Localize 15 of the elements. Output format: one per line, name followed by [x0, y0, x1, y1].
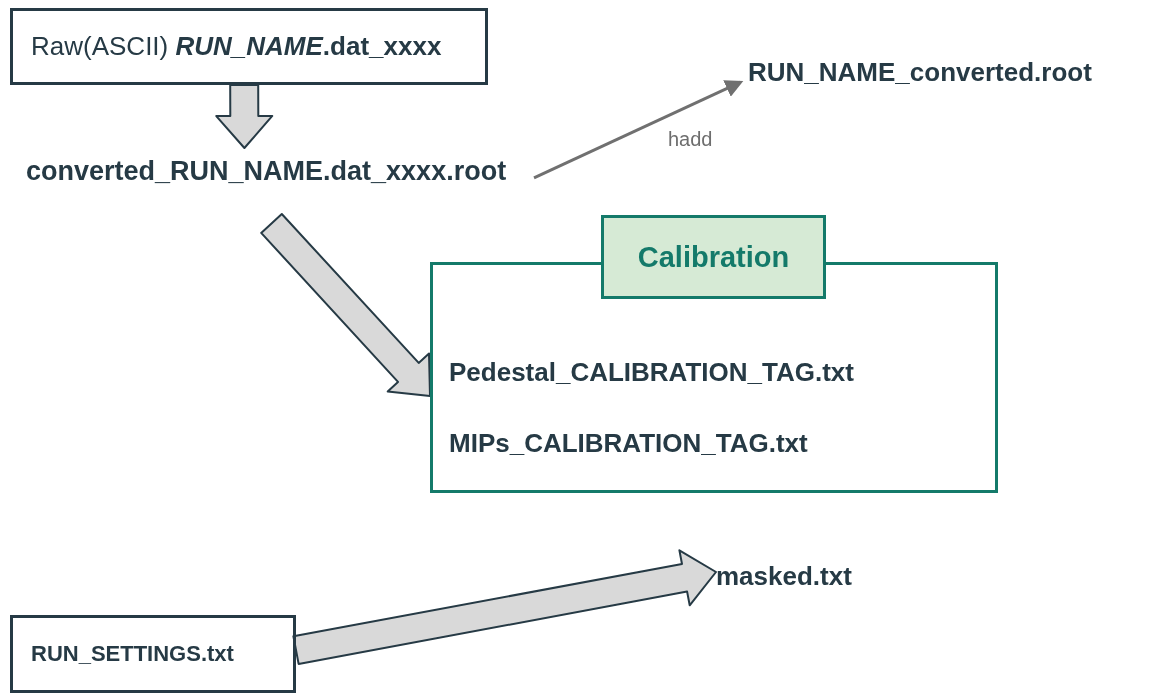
file-box [10, 8, 488, 85]
block-arrow [292, 549, 717, 665]
file-name-text: RUN_NAME_converted.root [748, 57, 1092, 89]
file-name-text: Calibration [637, 239, 790, 275]
arrow [533, 80, 744, 180]
file-name-text: converted_RUN_NAME.dat_xxxx.root [26, 154, 507, 188]
file-name-text: RUN_SETTINGS.txt [31, 640, 234, 668]
block-arrow [215, 84, 274, 149]
file-box [10, 615, 296, 693]
file-name-text: Raw(ASCII) RUN_NAME.dat_xxxx [31, 30, 442, 63]
file-name-text: Pedestal_CALIBRATION_TAG.txt [449, 357, 855, 389]
file-name-text: masked.txt [716, 561, 852, 593]
block-arrow [260, 213, 431, 397]
group-title-box [601, 215, 826, 299]
file-name-text: MIPs_CALIBRATION_TAG.txt [449, 428, 809, 460]
